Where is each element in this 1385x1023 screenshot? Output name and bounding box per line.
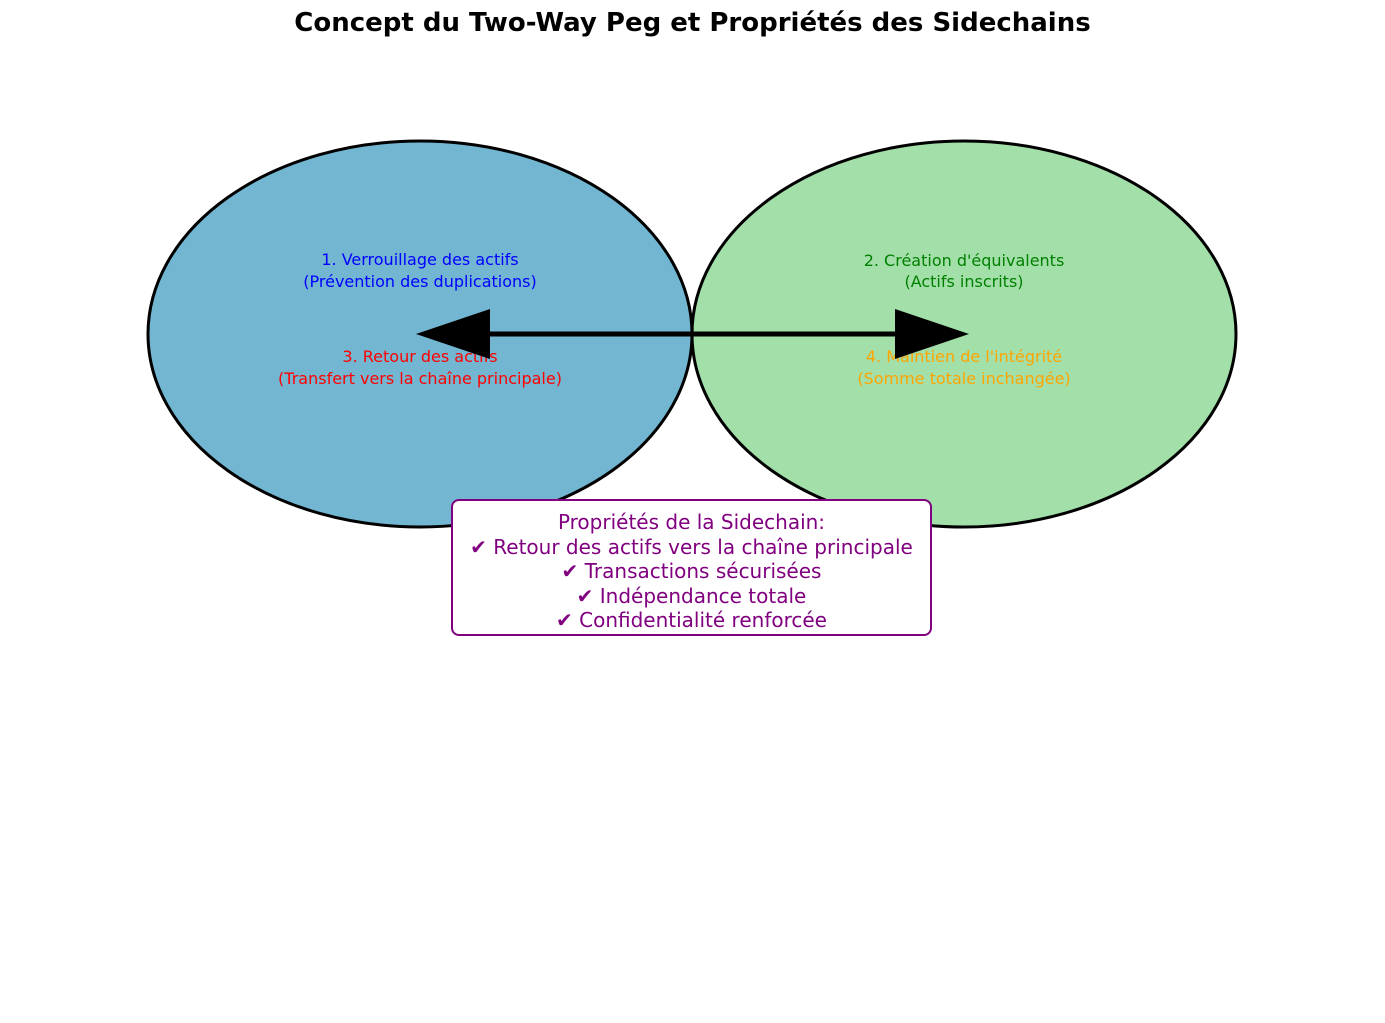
page-title: Concept du Two-Way Peg et Propriétés des… <box>294 8 1091 38</box>
step-2-subtitle: (Actifs inscrits) <box>904 272 1023 291</box>
property-item: ✔ Confidentialité renforcée <box>556 608 827 632</box>
properties-heading: Propriétés de la Sidechain: <box>557 510 826 534</box>
step-2-title: 2. Création d'équivalents <box>864 251 1065 270</box>
arrow-head-right <box>895 309 969 359</box>
step-4-subtitle: (Somme totale inchangée) <box>857 369 1070 388</box>
step-3-subtitle: (Transfert vers la chaîne principale) <box>278 369 562 388</box>
step-3-title: 3. Retour des actifs <box>342 347 497 366</box>
property-item: ✔ Retour des actifs vers la chaîne princ… <box>470 534 913 559</box>
property-item: ✔ Indépendance totale <box>576 583 807 608</box>
step-1-title: 1. Verrouillage des actifs <box>321 250 518 269</box>
step-1-subtitle: (Prévention des duplications) <box>303 272 536 291</box>
arrow-head-left <box>416 309 490 359</box>
property-item: ✔ Transactions sécurisées <box>561 559 822 583</box>
sidechain-properties-box: Propriétés de la Sidechain: ✔ Retour des… <box>451 499 932 636</box>
